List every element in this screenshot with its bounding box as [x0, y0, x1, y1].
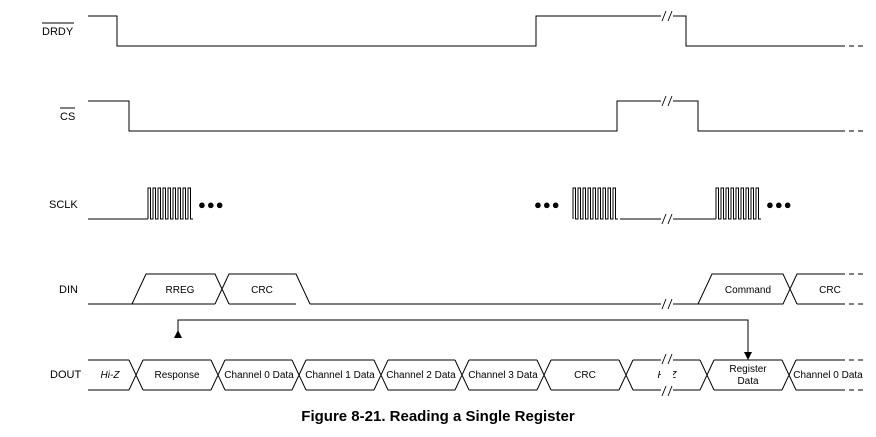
din-waveform: [88, 273, 840, 305]
dout-cell-channel-3: Channel 3 Data: [468, 370, 538, 381]
din-cell-command: Command: [725, 285, 771, 296]
din-cell-rreg: RREG: [166, 285, 195, 296]
dout-bus: [88, 359, 840, 391]
dout-cell-crc: CRC: [574, 370, 596, 381]
dout-cell-channel-0-next: Channel 0 Data: [793, 370, 863, 381]
sclk-ellipsis-1: ●●●: [198, 197, 225, 212]
din-label: DIN: [59, 284, 78, 296]
dout-bus-outline: [88, 359, 840, 391]
sclk-burst-3: [715, 187, 761, 220]
dout-cell-register-line2: Data: [737, 376, 759, 387]
sclk-ellipsis-3: ●●●: [766, 197, 793, 212]
dout-cell-hiz-1: Hi-Z: [101, 370, 121, 381]
register-read-arrow: [174, 319, 752, 360]
dout-cell-channel-0: Channel 0 Data: [224, 370, 294, 381]
dout-row: DOUT Hi-Z Response Channel 0 Data Channe…: [50, 353, 864, 397]
din-break-mark: [661, 298, 673, 310]
din-cell-crc-2: CRC: [819, 285, 841, 296]
din-row: DIN RREG CRC Command CRC: [59, 273, 864, 310]
din-cell-crc-1: CRC: [251, 285, 273, 296]
sclk-row: SCLK ●●● ●●● ●●●: [49, 187, 793, 225]
drdy-waveform: [88, 15, 840, 47]
sclk-ellipsis-2: ●●●: [534, 197, 561, 212]
cs-waveform: [88, 100, 840, 132]
cs-label: CS: [60, 111, 75, 123]
sclk-break-mark: [661, 213, 673, 225]
figure-caption: Figure 8-21. Reading a Single Register: [301, 408, 575, 425]
drdy-label: DRDY: [42, 26, 74, 38]
drdy-row: DRDY: [42, 10, 864, 47]
dout-cell-channel-1: Channel 1 Data: [305, 370, 375, 381]
dout-label: DOUT: [50, 369, 81, 381]
dout-cell-channel-2: Channel 2 Data: [386, 370, 456, 381]
sclk-label: SCLK: [49, 199, 78, 211]
dout-break-mark: [661, 353, 673, 397]
cs-row: CS: [60, 95, 864, 132]
drdy-break-mark: [661, 10, 673, 22]
sclk-burst-2: [572, 187, 618, 220]
dout-cell-response: Response: [154, 370, 199, 381]
dout-cell-register-line1: Register: [729, 364, 767, 375]
sclk-burst-1: [147, 187, 193, 220]
timing-diagram: DRDY CS SCLK ●●● ●●● ●●●: [42, 10, 864, 397]
cs-break-mark: [661, 95, 673, 107]
